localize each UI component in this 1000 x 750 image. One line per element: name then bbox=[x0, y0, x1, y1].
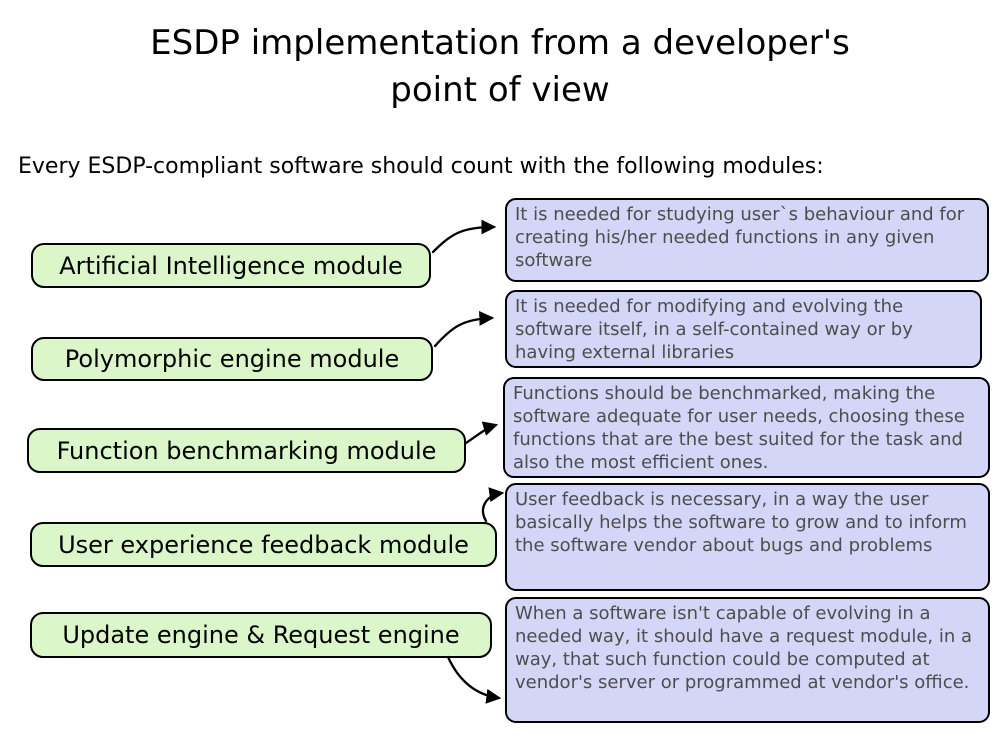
module-box: User experience feedback module bbox=[30, 522, 497, 567]
connector-arrow bbox=[446, 655, 502, 704]
module-description-box: User feedback is necessary, in a way the… bbox=[505, 483, 990, 591]
module-box: Artificial Intelligence module bbox=[31, 243, 431, 288]
connector-arrow bbox=[464, 421, 499, 445]
diagram-title: ESDP implementation from a developer's p… bbox=[150, 23, 850, 110]
module-description-box: Functions should be benchmarked, making … bbox=[503, 377, 990, 478]
module-description: It is needed for modifying and evolving … bbox=[515, 296, 913, 363]
connector-arrow bbox=[433, 310, 495, 348]
module-box: Function benchmarking module bbox=[27, 428, 466, 473]
module-label: Polymorphic engine module bbox=[64, 345, 400, 373]
module-box: Polymorphic engine module bbox=[31, 337, 433, 381]
module-description-box: When a software isn't capable of evolvin… bbox=[505, 597, 990, 723]
intro-text: Every ESDP-compliant software should cou… bbox=[18, 154, 824, 179]
module-description: Functions should be benchmarked, making … bbox=[513, 383, 965, 473]
connector-arrow bbox=[481, 487, 505, 523]
module-description-box: It is needed for studying user`s behavio… bbox=[505, 198, 989, 282]
module-description: When a software isn't capable of evolvin… bbox=[515, 603, 973, 693]
module-description: User feedback is necessary, in a way the… bbox=[515, 489, 967, 556]
module-label: Artificial Intelligence module bbox=[59, 251, 403, 280]
module-label: Function benchmarking module bbox=[56, 436, 437, 465]
connector-arrow bbox=[431, 219, 497, 254]
module-label: User experience feedback module bbox=[58, 530, 469, 559]
module-description: It is needed for studying user`s behavio… bbox=[515, 204, 965, 271]
module-box: Update engine & Request engine bbox=[30, 612, 492, 658]
module-label: Update engine & Request engine bbox=[62, 621, 460, 649]
module-description-box: It is needed for modifying and evolving … bbox=[505, 290, 982, 368]
